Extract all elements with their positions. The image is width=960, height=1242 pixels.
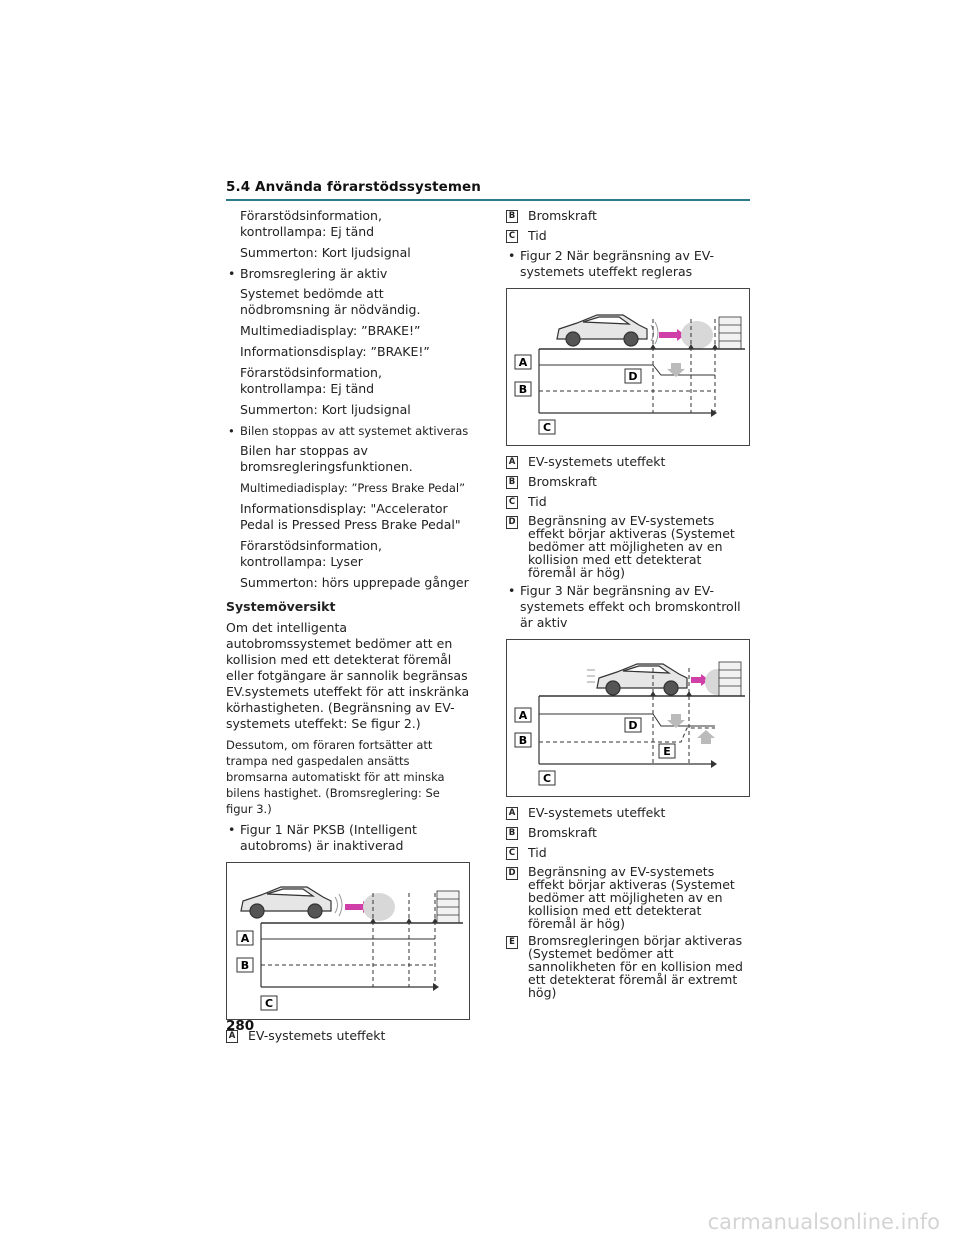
figure-2: A B C D — [506, 288, 750, 446]
label-d: D — [628, 719, 637, 732]
text-line: Förarstödsinformation, kontrollampa: Ej … — [240, 208, 382, 239]
down-arrow-icon — [671, 714, 681, 720]
legend-text: Bromskraft — [528, 208, 597, 223]
legend-key: B — [506, 827, 518, 840]
car-illustration — [556, 314, 648, 347]
label-c: C — [543, 421, 551, 434]
bullet-item: Bromsreglering är aktiv — [226, 266, 470, 282]
legend-text: Tid — [528, 228, 547, 243]
legend-key: C — [506, 847, 518, 860]
text-line: Förarstödsinformation, kontrollampa: Ej … — [240, 365, 382, 396]
down-arrow-icon — [671, 363, 681, 369]
legend-text: Begränsning av EV-systemets effekt börja… — [528, 864, 735, 931]
legend-text: Tid — [528, 845, 547, 860]
watermark: carmanualsonline.info — [707, 1210, 940, 1234]
label-d: D — [628, 370, 637, 383]
figure-2-diagram: A B C D — [514, 314, 745, 435]
text-line: Systemet bedömde att nödbromsning är nöd… — [240, 286, 421, 317]
legend-text: Bromskraft — [528, 474, 597, 489]
wall-icon — [718, 661, 742, 697]
label-e: E — [663, 745, 671, 758]
sensor-waves — [650, 321, 659, 345]
label-c: C — [265, 997, 273, 1010]
legend-item: C Tid — [506, 845, 750, 861]
right-column: B Bromskraft C Tid Figur 2 När begränsni… — [506, 208, 750, 1003]
label-b: B — [519, 383, 527, 396]
header-rule — [226, 199, 750, 201]
wall-icon — [718, 316, 742, 350]
page-header: 5.4 Använda förarstödssystemen — [226, 179, 750, 201]
legend-key: A — [506, 456, 518, 469]
text-line: Multimediadisplay: ”Press Brake Pedal” — [240, 481, 466, 495]
sensor-waves — [334, 893, 343, 917]
legend-text: Tid — [528, 494, 547, 509]
text-line: Bilen har stoppas av bromsregleringsfunk… — [240, 443, 413, 474]
legend-text: EV-systemets uteffekt — [528, 805, 666, 820]
section-title: 5.4 Använda förarstödssystemen — [226, 179, 482, 195]
bullet-item: Figur 3 När begränsning av EV-systemets … — [506, 583, 750, 631]
text-line: Förarstödsinformation, kontrollampa: Lys… — [240, 538, 382, 569]
legend-item: E Bromsregleringen börjar aktiveras (Sys… — [506, 934, 750, 999]
bullet-item: Figur 1 När PKSB (Intelligent autobroms)… — [226, 822, 470, 854]
text-line: Informationsdisplay: ”BRAKE!” — [240, 344, 430, 359]
paragraph: Om det intelligenta autobromssystemet be… — [226, 620, 470, 731]
motion-lines — [587, 669, 595, 683]
paragraph: Dessutom, om föraren fortsätter att tram… — [226, 738, 445, 816]
label-a: A — [519, 709, 528, 722]
bullet-item: Bilen stoppas av att systemet aktiveras — [226, 423, 470, 439]
legend-item: A EV-systemets uteffekt — [506, 805, 750, 821]
figure-3-diagram: A B C D E — [514, 661, 745, 786]
text-line: Informationsdisplay: "Accelerator Pedal … — [240, 501, 461, 532]
legend-text: EV-systemets uteffekt — [248, 1028, 386, 1043]
legend-text: Bromsregleringen börjar aktiveras (Syste… — [528, 933, 743, 1000]
legend-text: EV-systemets uteffekt — [528, 454, 666, 469]
bullet-item: Figur 2 När begränsning av EV-systemets … — [506, 248, 750, 280]
text-line: Summerton: hörs upprepade gånger — [240, 575, 469, 590]
up-arrow-icon — [697, 730, 715, 738]
label-c: C — [543, 772, 551, 785]
left-column: Förarstödsinformation, kontrollampa: Ej … — [226, 208, 470, 1048]
legend-text: Bromskraft — [528, 825, 597, 840]
legend-key: A — [226, 1030, 238, 1043]
legend-text: Begränsning av EV-systemets effekt börja… — [528, 513, 735, 580]
label-b: B — [241, 959, 249, 972]
legend-key: B — [506, 476, 518, 489]
cloud-shape — [363, 893, 395, 921]
legend-item: A EV-systemets uteffekt — [506, 454, 750, 470]
label-a: A — [241, 932, 250, 945]
legend-key: A — [506, 807, 518, 820]
cloud-shape — [681, 321, 713, 349]
legend-item: B Bromskraft — [506, 208, 750, 224]
legend-item: D Begränsning av EV-systemets effekt bör… — [506, 865, 750, 930]
legend-item: C Tid — [506, 494, 750, 510]
wall-icon — [436, 890, 460, 924]
legend-key: D — [506, 516, 518, 529]
legend-key: C — [506, 230, 518, 243]
section-heading: Systemöversikt — [226, 599, 336, 614]
legend-item: C Tid — [506, 228, 750, 244]
figure-1-diagram: A B C — [236, 886, 463, 1011]
car-illustration — [596, 663, 688, 696]
legend-item: D Begränsning av EV-systemets effekt bör… — [506, 514, 750, 579]
label-b: B — [519, 734, 527, 747]
label-a: A — [519, 356, 528, 369]
legend-item: B Bromskraft — [506, 474, 750, 490]
page-number: 280 — [226, 1018, 255, 1034]
legend-key: C — [506, 496, 518, 509]
text-line: Multimediadisplay: ”BRAKE!” — [240, 323, 421, 338]
text-line: Summerton: Kort ljudsignal — [240, 402, 411, 417]
figure-1: A B C — [226, 862, 470, 1020]
text-line: Summerton: Kort ljudsignal — [240, 245, 411, 260]
legend-key: D — [506, 867, 518, 880]
legend-key: E — [506, 936, 518, 949]
legend-item: B Bromskraft — [506, 825, 750, 841]
car-illustration — [240, 886, 332, 919]
figure-3: A B C D E — [506, 639, 750, 797]
legend-item: A EV-systemets uteffekt — [226, 1028, 470, 1044]
legend-key: B — [506, 210, 518, 223]
